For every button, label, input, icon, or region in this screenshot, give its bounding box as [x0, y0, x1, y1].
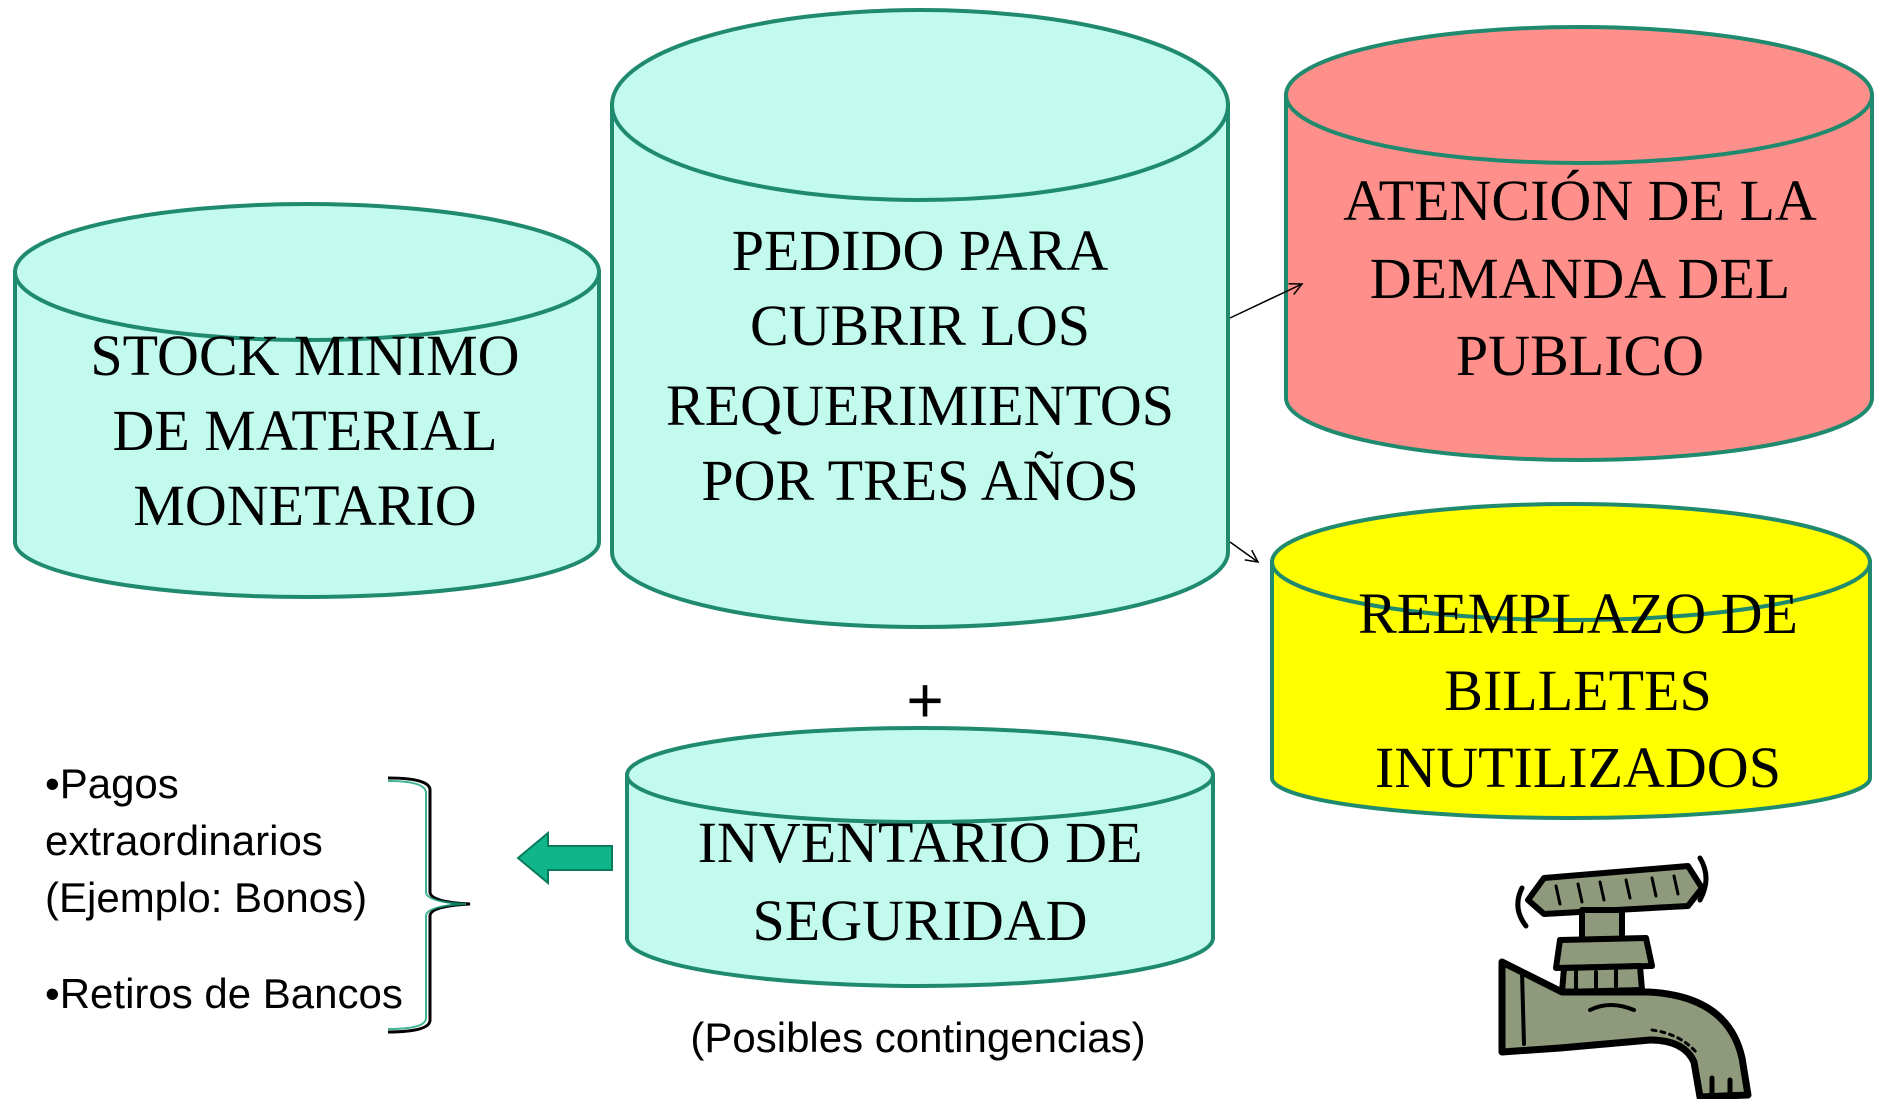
stock-label-line-1: STOCK MINIMO — [90, 323, 519, 388]
reemplazo-cylinder: REEMPLAZO DE BILLETES INUTILIZADOS — [1270, 502, 1872, 820]
pedido-cylinder-top — [610, 8, 1230, 202]
reemplazo-label-line-2: BILLETES — [1444, 658, 1711, 723]
pedido-cylinder-body — [610, 103, 1230, 629]
left-arrow-icon — [516, 830, 613, 886]
inventario-cylinder-top — [625, 726, 1215, 824]
plus-sign: + — [906, 664, 943, 736]
bullet-retiros: •Retiros de Bancos — [45, 970, 403, 1017]
pedido-label-line-2: CUBRIR LOS — [750, 293, 1090, 358]
curly-brace — [387, 776, 471, 1034]
atencion-cylinder: ATENCIÓN DE LA DEMANDA DEL PUBLICO — [1284, 25, 1874, 462]
pedido-label-line-1: PEDIDO PARA — [732, 218, 1109, 283]
atencion-cylinder-body — [1284, 93, 1874, 462]
inventario-label-line-1: INVENTARIO DE — [698, 810, 1143, 875]
atencion-label-line-3: PUBLICO — [1456, 323, 1704, 388]
stock-cylinder-top — [13, 202, 601, 342]
inventario-cylinder: INVENTARIO DE SEGURIDAD — [625, 726, 1215, 988]
bullet-pagos-line-2: extraordinarios — [45, 817, 323, 864]
faucet-icon — [1498, 855, 1752, 1099]
atencion-cylinder-top — [1284, 25, 1874, 165]
stock-label-line-3: MONETARIO — [133, 473, 476, 538]
contingencias-label: (Posibles contingencias) — [690, 1014, 1145, 1061]
inventario-cylinder-body — [625, 773, 1215, 988]
curly-brace-accent — [387, 780, 467, 1030]
arrow-to-reemplazo — [1229, 541, 1260, 563]
reemplazo-label-line-1: REEMPLAZO DE — [1358, 581, 1798, 646]
pedido-label-line-4: POR TRES AÑOS — [701, 448, 1138, 513]
atencion-label-line-2: DEMANDA DEL — [1370, 246, 1790, 311]
pedido-cylinder: PEDIDO PARA CUBRIR LOS REQUERIMIENTOS PO… — [610, 8, 1230, 629]
stock-cylinder-body — [13, 270, 601, 599]
reemplazo-cylinder-body — [1270, 560, 1872, 820]
reemplazo-label-line-3: INUTILIZADOS — [1375, 735, 1781, 800]
stock-label-line-2: DE MATERIAL — [112, 398, 497, 463]
reemplazo-cylinder-top — [1270, 502, 1872, 622]
inventario-label-line-2: SEGURIDAD — [752, 888, 1087, 953]
atencion-label-line-1: ATENCIÓN DE LA — [1343, 168, 1817, 233]
arrow-to-atencion — [1229, 282, 1304, 319]
stock-minimo-cylinder: STOCK MINIMO DE MATERIAL MONETARIO — [13, 202, 601, 599]
bullet-pagos-line-1: •Pagos — [45, 760, 179, 807]
bullet-pagos-line-3: (Ejemplo: Bonos) — [45, 874, 367, 921]
pedido-label-line-3: REQUERIMIENTOS — [666, 373, 1174, 438]
